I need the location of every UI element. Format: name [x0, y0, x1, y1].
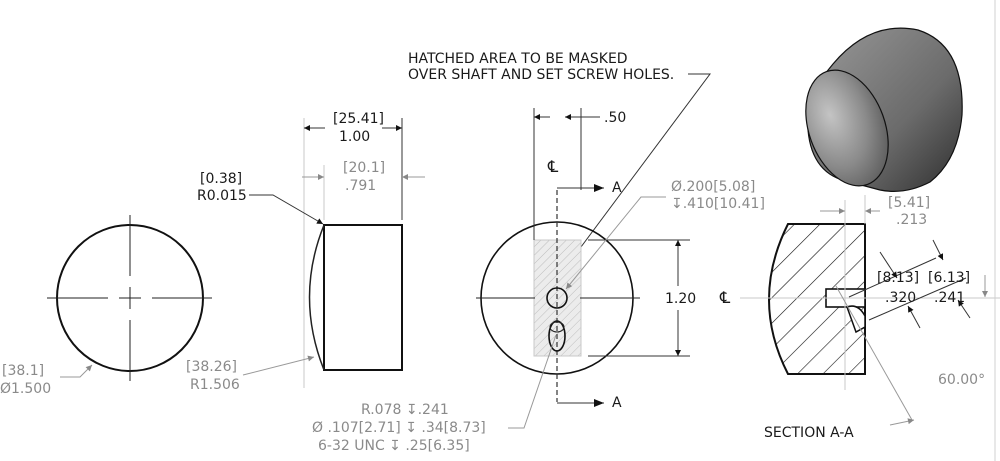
mask-view: HATCHED AREA TO BE MASKED OVER SHAFT AND…: [312, 51, 765, 454]
side-profile-body: [323, 224, 403, 371]
section-dim1-mm: [8.13]: [877, 270, 919, 286]
edge-radius-mm: [0.38]: [200, 171, 242, 187]
screw-callout-line3: 6-32 UNC ↧ .25[6.35]: [318, 438, 470, 454]
face-radius-in: R1.506: [190, 377, 240, 393]
section-view: ℄ [5.41] .213 [8.13] .320 [6.13] .241 60…: [719, 195, 1000, 441]
mask-note-line2: OVER SHAFT AND SET SCREW HOLES.: [408, 67, 674, 83]
section-dim2-mm: [6.13]: [928, 270, 970, 286]
section-dim1-in: .320: [885, 290, 916, 306]
side-flat-in: .791: [345, 178, 376, 194]
side-length-mm: [25.41]: [333, 111, 384, 127]
front-diameter-mm: [38.1]: [2, 363, 44, 379]
shaft-hole-diameter: Ø.200[5.08]: [671, 179, 755, 195]
section-dim2-in: .241: [934, 290, 965, 306]
bore-depth-in: .213: [896, 212, 927, 228]
section-label-top: A: [612, 180, 622, 196]
bore-depth-mm: [5.41]: [888, 195, 930, 211]
mask-note-leader: [574, 73, 711, 256]
side-flat-mm: [20.1]: [343, 160, 385, 176]
front-diameter-in: Ø1.500: [0, 381, 51, 397]
edge-radius-in: R0.015: [197, 188, 247, 204]
section-title: SECTION A-A: [764, 425, 854, 441]
isometric-end-face: [805, 69, 889, 187]
mask-width: .50: [604, 110, 626, 126]
front-view: [38.1] Ø1.500: [0, 215, 212, 397]
section-angle: 60.00°: [938, 372, 985, 388]
section-hatched-body: [768, 223, 866, 375]
face-radius-mm: [38.26]: [186, 359, 237, 375]
shaft-hole-depth: ↧.410[10.41]: [671, 196, 765, 212]
side-view: [25.41] 1.00 [20.1] .791 [0.38] R0.015 […: [186, 111, 425, 393]
section-label-bottom: A: [612, 395, 622, 411]
screw-callout-line2: Ø .107[2.71] ↧ .34[8.73]: [312, 420, 486, 436]
shaft-hole: [546, 287, 568, 309]
isometric-view: [805, 27, 963, 192]
mask-height: 1.20: [665, 291, 696, 307]
set-screw-hole: [548, 320, 566, 352]
screw-callout-line1: R.078 ↧.241: [361, 402, 449, 418]
side-length-in: 1.00: [339, 129, 370, 145]
mask-note-line1: HATCHED AREA TO BE MASKED: [408, 51, 628, 67]
centerline-symbol: ℄: [547, 157, 559, 176]
section-centerline-symbol: ℄: [719, 288, 731, 307]
